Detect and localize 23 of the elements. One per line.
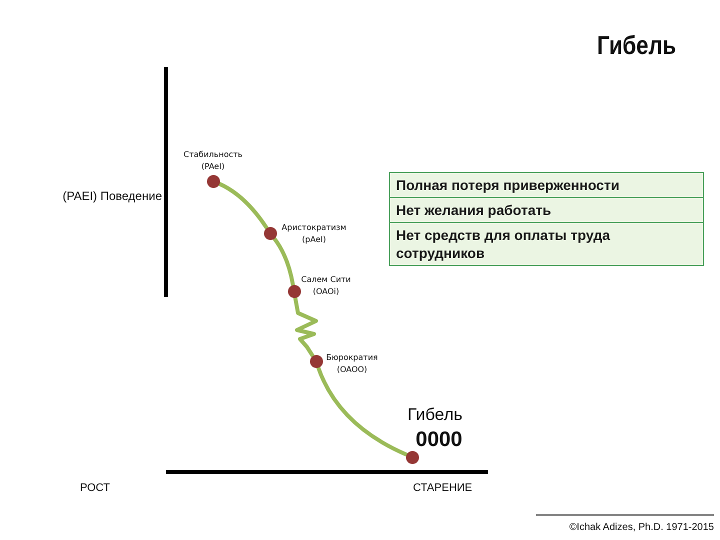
title: Гибель	[596, 30, 676, 61]
copyright-note: ©Ichak Adizes, Ph.D. 1971-2015	[569, 522, 714, 533]
axis-label: РОСТ	[80, 482, 110, 494]
stage-dot	[288, 284, 300, 298]
axis-label: (PAEI) Поведение	[62, 189, 162, 203]
curve-segment	[293, 295, 318, 358]
stage-label: Аристократизм (pAeI)	[280, 222, 348, 246]
stage-label: Гибель	[406, 405, 464, 425]
stage-dot	[264, 226, 276, 240]
condition-box: Нет средств для оплаты труда сотрудников	[389, 222, 704, 266]
condition-box: Полная потеря приверженности	[389, 172, 704, 198]
axis-label: СТАРЕНИЕ	[413, 482, 472, 494]
curve-segment	[216, 182, 268, 230]
stage-label: Салем Сити (OAOi)	[300, 274, 352, 298]
stage-code: 0000	[414, 428, 464, 452]
curve-segment	[316, 365, 408, 456]
curve-segment	[272, 236, 295, 287]
stage-label: Стабильность (PAeI)	[182, 149, 244, 173]
stage-dot	[310, 354, 322, 368]
stage-dot	[406, 450, 418, 464]
condition-box: Нет желания работать	[389, 197, 704, 223]
stage-dot	[206, 174, 220, 188]
stage-label: Бюрократия (OAOO)	[325, 352, 379, 376]
